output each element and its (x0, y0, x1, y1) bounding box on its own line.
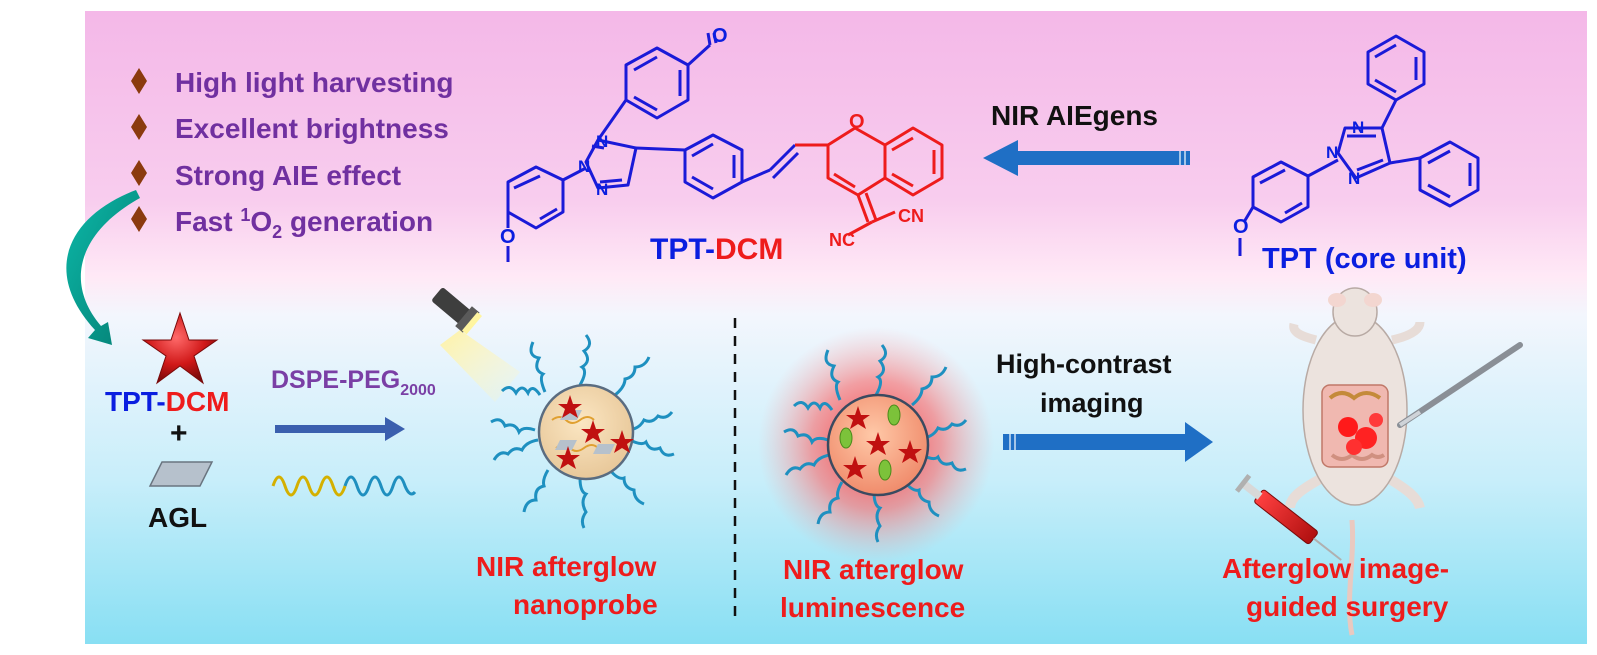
bullet-diamond-icon (131, 160, 147, 186)
component-dye-name: TPT-DCM (105, 386, 229, 417)
polymer-label: DSPE-PEG2000 (271, 366, 436, 399)
agl-label: AGL (148, 502, 207, 533)
oxygen-atom-label: O (849, 111, 865, 133)
methoxy-oxygen-label: O (500, 226, 516, 248)
feature-item-4: Fast 1O2 generation (175, 205, 433, 242)
core-n1-label: N (1352, 118, 1364, 137)
nitrile-label-left: NC (829, 230, 855, 250)
curved-arrow-icon (66, 190, 140, 345)
triazole-n1-label: N (596, 132, 608, 151)
tpt-dcm-structure (506, 32, 800, 262)
feature-item-4-sup: 1 (240, 205, 250, 225)
tpt-dcm-name-part1: TPT- (650, 233, 715, 266)
feature-item-4-prefix: Fast (175, 206, 240, 237)
nanoprobe-particle (490, 334, 675, 529)
core-n3-label: N (1348, 169, 1360, 188)
luminescence-label-line1: NIR afterglow (783, 554, 964, 585)
bullet-diamond-icon (131, 206, 147, 232)
tpt-core-name: TPT (core unit) (1262, 243, 1467, 275)
dcm-structure (795, 126, 944, 237)
left-arrow-icon (983, 140, 1190, 176)
polymer-label-sub: 2000 (400, 382, 436, 399)
bullet-diamond-icon (131, 68, 147, 94)
nitrile-label-right: CN (898, 206, 924, 226)
peg-chains (490, 334, 675, 529)
core-methoxy-oxygen-label: O (1233, 216, 1249, 238)
green-ellipse-icons (839, 404, 901, 481)
plus-sign: + (170, 417, 188, 450)
nir-aiegens-label: NIR AIEgens (991, 100, 1158, 131)
tpt-dcm-name: TPT-DCM (650, 233, 783, 266)
triazole-n3-label: N (596, 180, 608, 199)
mouse-surgery-icon (1234, 287, 1523, 636)
polymer-label-main: DSPE-PEG (271, 366, 400, 394)
nanoprobe-label-line1: NIR afterglow (476, 551, 657, 582)
surgery-label-line1: Afterglow image- (1222, 553, 1449, 584)
polymer-chain-icon (271, 475, 417, 497)
nanoprobe-label-line2: nanoprobe (513, 589, 658, 620)
feature-item-1: High light harvesting (175, 67, 453, 98)
feature-item-2: Excellent brightness (175, 113, 449, 144)
feature-item-4-sub: 2 (272, 222, 282, 242)
glowing-particle (758, 327, 994, 563)
feature-item-4-main: O (250, 206, 272, 237)
surgery-label-line2: guided surgery (1246, 591, 1449, 622)
right-arrow-large-icon (1003, 422, 1213, 462)
imaging-label-line2: imaging (1040, 388, 1144, 418)
star-icon (141, 311, 219, 385)
peg-chains-glow (783, 344, 968, 543)
feature-item-3: Strong AIE effect (175, 160, 401, 191)
component-dye-part1: TPT- (105, 386, 166, 417)
aldehyde-oxygen-label: O (712, 25, 728, 47)
core-n2-label: N (1326, 143, 1338, 162)
tpt-core-structure (1238, 34, 1480, 256)
nanoprobe-star-icons (556, 395, 634, 469)
component-dye-part2: DCM (166, 386, 230, 417)
bullet-diamond-icon (131, 114, 147, 140)
tpt-dcm-name-part2: DCM (715, 233, 783, 266)
feature-list: High light harvesting Excellent brightne… (131, 67, 453, 242)
luminescence-label-line2: luminescence (780, 592, 965, 623)
agl-parallelogram-icon (148, 461, 214, 487)
glow-star-icons (843, 406, 922, 479)
flashlight-icon (432, 288, 520, 402)
right-arrow-small-icon (275, 417, 405, 441)
feature-item-4-suffix: generation (282, 206, 433, 237)
imaging-label-line1: High-contrast (996, 349, 1172, 379)
triazole-n2-label: N (578, 157, 590, 176)
